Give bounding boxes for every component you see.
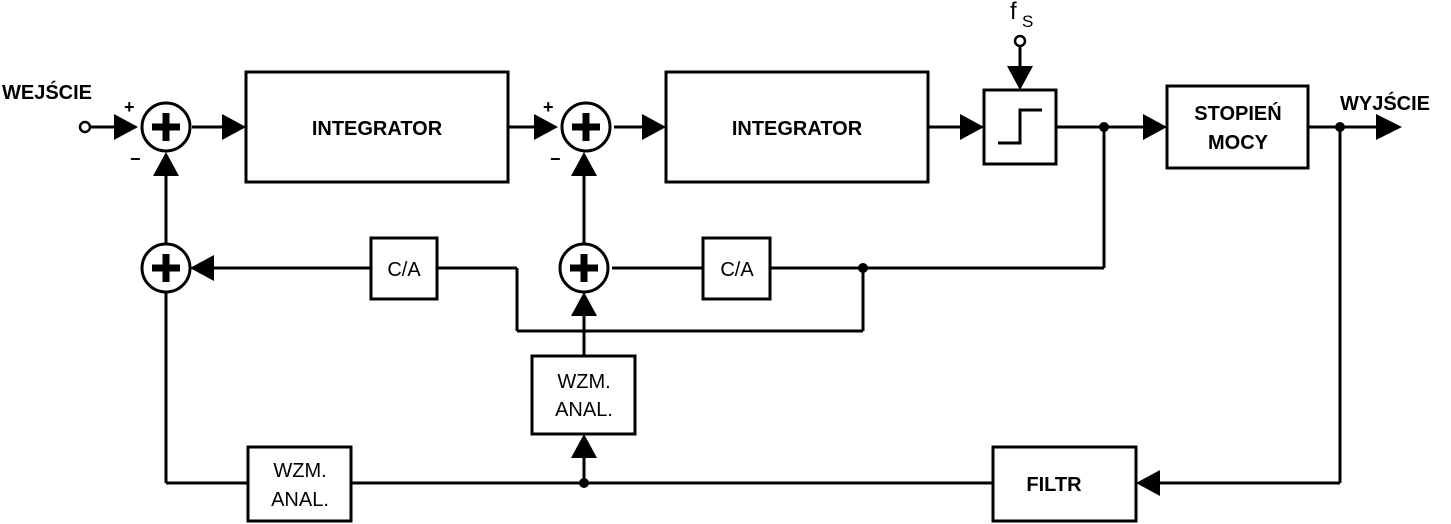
summing-junction-3 bbox=[140, 242, 192, 294]
arrow-to-amp-mid bbox=[571, 434, 597, 458]
arrow-to-filter bbox=[1136, 470, 1160, 496]
amp-left-box bbox=[246, 445, 353, 523]
sum-1-plus-sign: + bbox=[124, 97, 135, 117]
dac-1-box bbox=[369, 236, 439, 301]
arrow-to-sum-1-minus bbox=[153, 152, 179, 176]
integrator-2-label: INTEGRATOR bbox=[732, 118, 863, 140]
junctions bbox=[579, 122, 1345, 488]
sum-1-minus-sign: − bbox=[130, 149, 141, 169]
filter-label: FILTR bbox=[1026, 474, 1082, 496]
junction-dot bbox=[858, 263, 868, 273]
input-label: WEJŚCIE bbox=[2, 80, 92, 104]
integrator-1-box bbox=[244, 70, 510, 184]
amp-mid-box bbox=[530, 354, 637, 436]
arrow-to-sum-2 bbox=[534, 114, 558, 140]
power-stage-label-line2: MOCY bbox=[1208, 132, 1269, 154]
input-terminal bbox=[78, 120, 92, 134]
fs-subscript: S bbox=[1022, 12, 1033, 31]
arrow-input bbox=[114, 114, 138, 140]
arrow-to-sum-2-minus bbox=[571, 152, 597, 176]
integrator-1-label: INTEGRATOR bbox=[312, 118, 443, 140]
dac-1-label: C/A bbox=[387, 259, 421, 281]
step-icon bbox=[998, 108, 1042, 145]
amp-mid-label-line2: ANAL. bbox=[555, 399, 613, 421]
power-stage-box bbox=[1165, 84, 1310, 170]
junction-dot bbox=[579, 478, 589, 488]
arrow-to-comparator bbox=[960, 114, 984, 140]
arrow-to-integrator-1 bbox=[222, 114, 246, 140]
summing-junction-4 bbox=[558, 242, 610, 294]
arrow-to-integrator-2 bbox=[642, 114, 666, 140]
amp-left-label-line1: WZM. bbox=[273, 460, 326, 482]
power-stage-label-line1: STOPIEŃ bbox=[1194, 102, 1281, 125]
amp-left-label-line2: ANAL. bbox=[271, 489, 329, 511]
output-label: WYJŚCIE bbox=[1340, 91, 1430, 115]
amp-mid-label-line1: WZM. bbox=[557, 371, 610, 393]
arrow-to-sum-3 bbox=[190, 255, 214, 281]
integrator-2-box bbox=[664, 70, 930, 184]
summing-junction-2 bbox=[560, 101, 612, 153]
arrow-to-power-stage bbox=[1143, 114, 1167, 140]
summing-junction-1 bbox=[140, 101, 192, 153]
sum-2-plus-sign: + bbox=[543, 97, 554, 117]
junction-dot bbox=[1335, 122, 1345, 132]
arrow-output bbox=[1376, 114, 1402, 140]
dac-2-box bbox=[701, 236, 772, 301]
fs-terminal bbox=[1013, 34, 1027, 48]
arrow-to-sum-4 bbox=[571, 292, 597, 316]
filter-box bbox=[991, 445, 1138, 523]
dac-2-label: C/A bbox=[720, 259, 754, 281]
fs-label: f bbox=[1010, 0, 1017, 25]
sum-2-minus-sign: − bbox=[550, 149, 561, 169]
junction-dot bbox=[1099, 122, 1109, 132]
arrow-fs bbox=[1007, 66, 1033, 90]
